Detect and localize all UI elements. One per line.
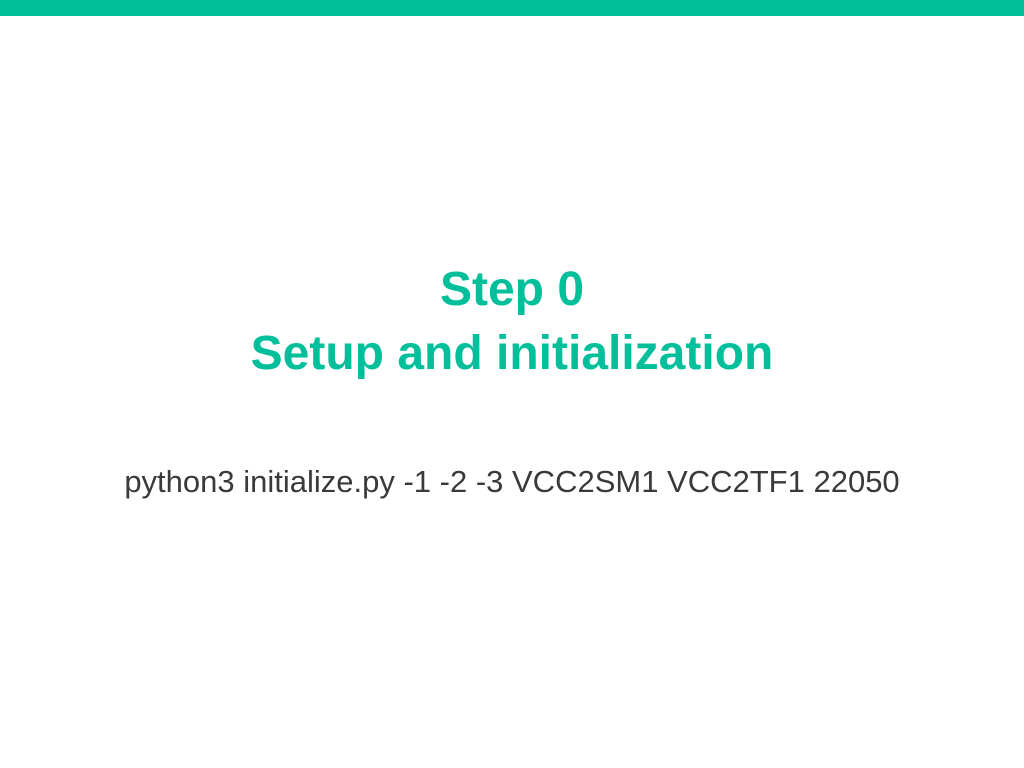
accent-bar xyxy=(0,0,1024,16)
title-line-subtitle: Setup and initialization xyxy=(250,327,774,380)
command-text: python3 initialize.py -1 -2 -3 VCC2SM1 V… xyxy=(124,464,900,499)
title-line-step: Step 0 xyxy=(439,263,585,316)
slide-title: Step 0 Setup and initialization xyxy=(0,258,1024,386)
